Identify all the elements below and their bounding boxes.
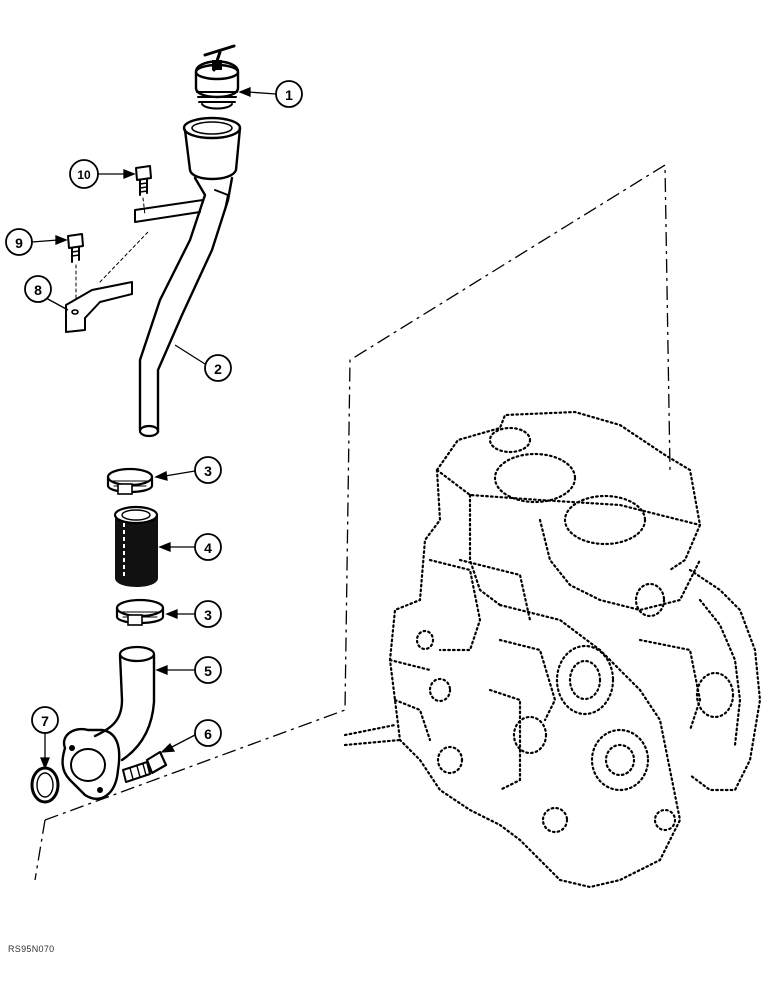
bolt-10 [135, 165, 152, 216]
bracket [65, 231, 149, 333]
figure-code: RS95N070 [8, 944, 55, 954]
callout-8: 8 [24, 275, 52, 303]
elbow-pipe [61, 645, 156, 801]
callout-9-label: 9 [15, 235, 23, 251]
callout-3-lower: 3 [194, 600, 222, 628]
hose-clamp-upper [106, 467, 154, 495]
leader-lines [31, 87, 277, 770]
callout-4: 4 [194, 533, 222, 561]
callout-7: 7 [31, 706, 59, 734]
bolt-9 [67, 233, 84, 301]
callout-1: 1 [275, 80, 303, 108]
bolt-6 [122, 750, 168, 783]
reference-outline [44, 163, 671, 821]
callout-10-label: 10 [77, 168, 91, 182]
filler-tube [134, 116, 242, 438]
callout-6-label: 6 [204, 726, 212, 742]
callout-10: 10 [69, 159, 99, 189]
reference-outline-bottom [34, 819, 46, 881]
callout-3-lower-label: 3 [204, 607, 212, 623]
callout-2-label: 2 [214, 361, 222, 377]
callout-3-upper-label: 3 [204, 463, 212, 479]
callout-5-label: 5 [204, 663, 212, 679]
hose-clamp-lower [115, 598, 165, 626]
callout-1-label: 1 [285, 87, 293, 103]
callout-4-label: 4 [204, 540, 212, 556]
hose [113, 505, 159, 587]
callout-6: 6 [194, 719, 222, 747]
callout-5: 5 [194, 656, 222, 684]
engine-block [343, 410, 762, 889]
callout-9: 9 [5, 228, 33, 256]
callout-8-label: 8 [34, 282, 42, 298]
callout-7-label: 7 [41, 713, 49, 729]
o-ring [30, 766, 60, 804]
callout-3-upper: 3 [194, 456, 222, 484]
filler-cap [194, 44, 240, 110]
callout-2: 2 [204, 354, 232, 382]
